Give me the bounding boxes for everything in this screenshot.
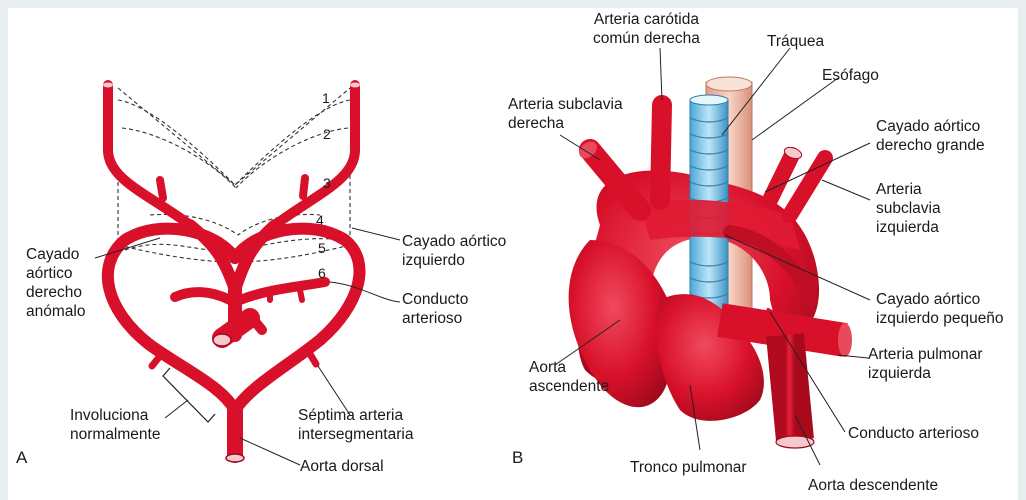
arch-number-6: 6 — [318, 265, 326, 281]
arch-number-4: 4 — [316, 212, 324, 228]
label-esophagus: Esófago — [822, 66, 879, 85]
arch-number-2: 2 — [323, 126, 331, 142]
label-small-left-arch: Cayado aórtico izquierdo pequeño — [876, 290, 1004, 328]
label-right-carotid: Arteria carótida común derecha — [593, 10, 700, 48]
label-dorsal-aorta: Aorta dorsal — [300, 457, 384, 476]
label-seventh-intersegmental: Séptima arteria intersegmentaria — [298, 406, 413, 444]
label-ductus-a: Conducto arterioso — [402, 290, 468, 328]
arch-number-3: 3 — [323, 175, 331, 191]
label-ascending-aorta: Aorta ascendente — [529, 358, 609, 396]
label-right-arch: Cayado aórtico derecho anómalo — [26, 245, 85, 321]
label-left-pulmonary: Arteria pulmonar izquierda — [868, 345, 983, 383]
label-pulmonary-trunk: Tronco pulmonar — [630, 458, 747, 477]
panel-b-letter: B — [512, 448, 523, 468]
label-descending-aorta: Aorta descendente — [808, 476, 938, 495]
label-ductus-b: Conducto arterioso — [848, 424, 979, 443]
label-large-right-arch: Cayado aórtico derecho grande — [876, 117, 985, 155]
panel-a-letter: A — [16, 448, 27, 468]
arch-number-5: 5 — [318, 240, 326, 256]
label-involutes: Involuciona normalmente — [70, 406, 160, 444]
label-left-subclavian: Arteria subclavia izquierda — [876, 180, 941, 237]
label-left-arch: Cayado aórtico izquierdo — [402, 232, 506, 270]
label-trachea: Tráquea — [767, 32, 824, 51]
label-right-subclavian: Arteria subclavia derecha — [508, 95, 623, 133]
arch-number-1: 1 — [322, 90, 330, 106]
